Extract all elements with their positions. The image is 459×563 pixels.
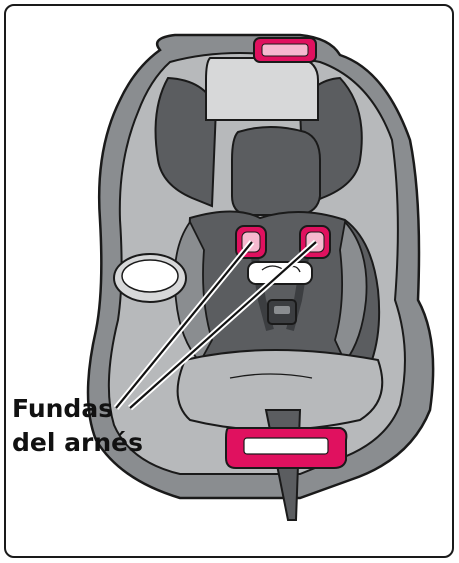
front-harness-adjuster bbox=[225, 427, 348, 469]
cup-holder-icon bbox=[113, 253, 187, 303]
buckle-icon bbox=[267, 299, 297, 325]
seat-cushion bbox=[176, 349, 384, 431]
callout-lines bbox=[113, 239, 318, 411]
callout-line-1: Fundas bbox=[12, 394, 114, 423]
harness-covers-label: Fundas del arnés bbox=[12, 392, 143, 460]
head-pad bbox=[231, 126, 321, 216]
callout-line-2: del arnés bbox=[12, 428, 143, 457]
right-side-bolster bbox=[334, 220, 368, 364]
headrest-left-wing bbox=[154, 76, 218, 208]
headrest-top bbox=[205, 57, 319, 121]
